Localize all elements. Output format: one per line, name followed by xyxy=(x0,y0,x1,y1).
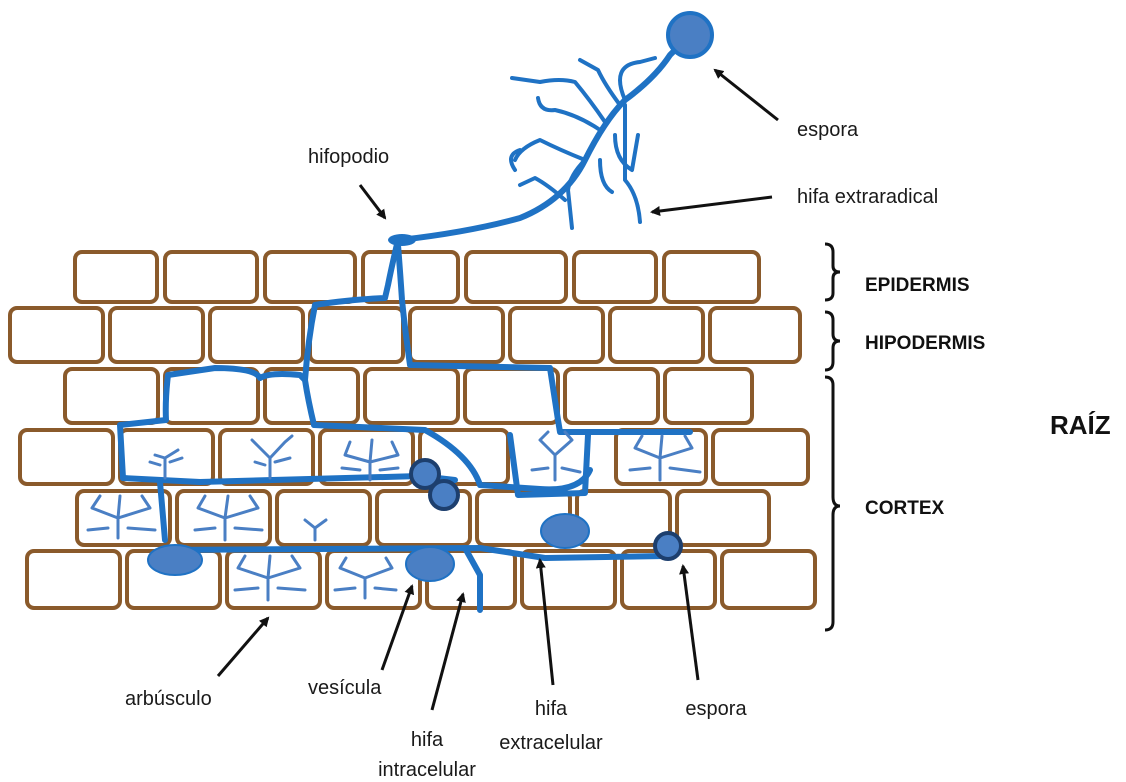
hipodermis-bracket xyxy=(825,312,840,370)
cell xyxy=(664,252,759,302)
cell xyxy=(277,491,370,545)
label-espora-top: espora xyxy=(797,119,859,141)
label-hifa-intracelular-1: hifa xyxy=(411,729,444,751)
spore xyxy=(430,481,458,509)
cell xyxy=(77,491,170,545)
layer-label-hipodermis: HIPODERMIS xyxy=(865,333,985,354)
vesicle xyxy=(406,547,454,581)
cell xyxy=(410,308,503,362)
layer-label-cortex: CORTEX xyxy=(865,498,945,519)
epidermis-bracket xyxy=(825,244,840,300)
cell xyxy=(510,308,603,362)
extraradical-spore xyxy=(668,13,712,57)
layer-label-raiz: RAÍZ xyxy=(1050,410,1111,440)
cell xyxy=(220,430,313,484)
cell xyxy=(610,308,703,362)
cell xyxy=(27,551,120,608)
cell xyxy=(466,252,566,302)
arrow-arbusculo xyxy=(218,618,268,676)
label-vesicula: vesícula xyxy=(308,677,382,699)
cell xyxy=(577,491,670,545)
cell xyxy=(75,252,157,302)
cell xyxy=(363,252,458,302)
cell xyxy=(110,308,203,362)
label-hifa-intracelular-2: intracelular xyxy=(378,759,476,781)
arbuscule xyxy=(532,432,580,480)
arrow-hifa-intracelular xyxy=(432,594,463,710)
cell xyxy=(565,369,658,423)
label-hifopodio: hifopodio xyxy=(308,146,389,168)
cell xyxy=(574,252,656,302)
arrow-espora-top xyxy=(715,70,778,120)
label-arbusculo: arbúsculo xyxy=(125,688,212,710)
cell xyxy=(227,551,320,608)
cell xyxy=(265,252,355,302)
label-hifa-extracelular-1: hifa xyxy=(535,698,568,720)
cell xyxy=(665,369,752,423)
cell xyxy=(713,430,808,484)
cell xyxy=(165,252,257,302)
cell xyxy=(20,430,113,484)
extraradical-hyphae xyxy=(400,13,712,240)
label-hifa-extraradical: hifa extraradical xyxy=(797,186,938,208)
cell xyxy=(310,308,403,362)
cell xyxy=(722,551,815,608)
cell xyxy=(10,308,103,362)
epidermis-cells xyxy=(75,252,759,302)
arrow-hifopodio xyxy=(360,185,385,218)
cell xyxy=(65,369,158,423)
vesicle xyxy=(148,545,202,575)
label-hifa-extracelular-2: extracelular xyxy=(499,732,603,754)
cell xyxy=(210,308,303,362)
label-espora-bottom: espora xyxy=(685,698,747,720)
arrow-hifa-extraradical xyxy=(652,197,772,212)
cell xyxy=(465,369,558,423)
cell xyxy=(677,491,769,545)
layer-label-epidermis: EPIDERMIS xyxy=(865,275,970,296)
cell xyxy=(710,308,800,362)
cell xyxy=(165,369,258,423)
hyphopodium xyxy=(388,234,416,246)
vesicle xyxy=(541,514,589,548)
spore xyxy=(655,533,681,559)
layer-brackets xyxy=(825,244,840,630)
cortex-bracket xyxy=(825,377,840,630)
cell xyxy=(365,369,458,423)
